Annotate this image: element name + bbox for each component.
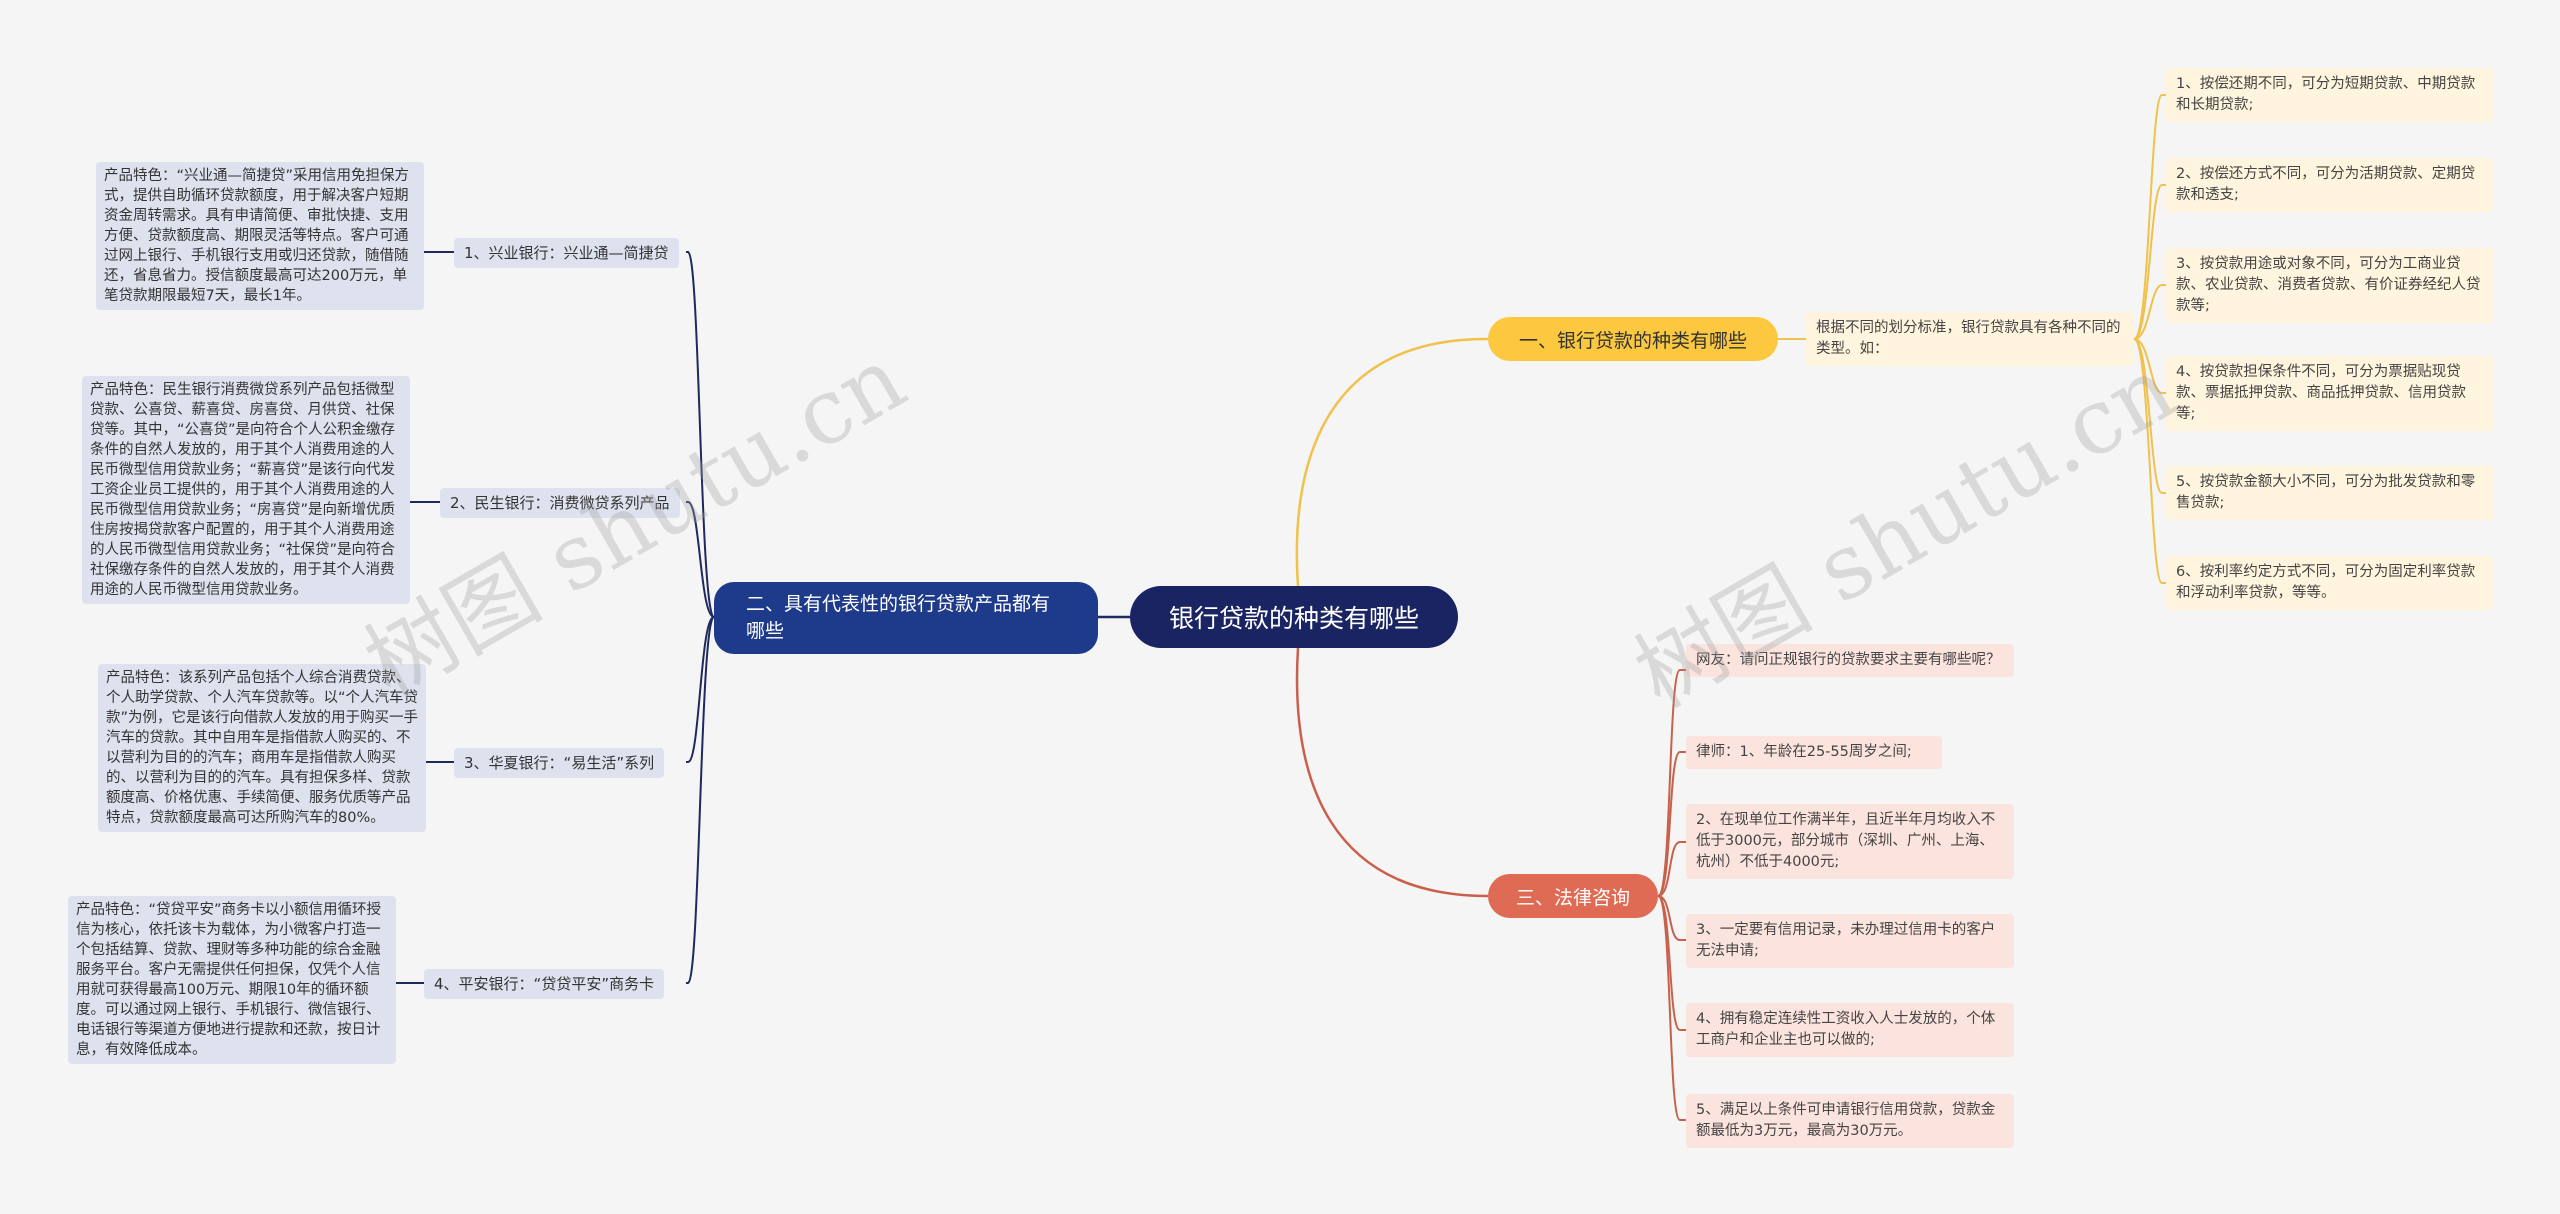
branch3-item-5[interactable]: 4、拥有稳定连续性工资收入人士发放的，个体工商户和企业主也可以做的; [1686,1003,2014,1057]
branch2-item-4[interactable]: 4、平安银行：“贷贷平安”商务卡 [424,969,665,999]
branch3-item-3[interactable]: 2、在现单位工作满半年，且近半年月均收入不低于3000元，部分城市（深圳、广州、… [1686,804,2014,879]
branch2-item-4-desc[interactable]: 产品特色：“贷贷平安”商务卡以小额信用循环授信为核心，依托该卡为载体，为小微客户… [68,896,396,1064]
branch1-item-3[interactable]: 3、按贷款用途或对象不同，可分为工商业贷款、农业贷款、消费者贷款、有价证券经纪人… [2166,248,2494,323]
branch1-item-6[interactable]: 6、按利率约定方式不同，可分为固定利率贷款和浮动利率贷款，等等。 [2166,556,2494,610]
branch3-item-2[interactable]: 律师：1、年龄在25-55周岁之间; [1686,736,1942,769]
branch3-item-6[interactable]: 5、满足以上条件可申请银行信用贷款，贷款金额最低为3万元，最高为30万元。 [1686,1094,2014,1148]
branch3-node[interactable]: 三、法律咨询 [1488,874,1658,918]
edges-branch1-leaves [2133,94,2166,584]
branch1-item-4[interactable]: 4、按贷款担保条件不同，可分为票据贴现贷款、票据抵押贷款、商品抵押贷款、信用贷款… [2166,356,2494,431]
edges-branch2-items [686,251,715,984]
branch2-item-3[interactable]: 3、华夏银行：“易生活”系列 [454,748,665,778]
branch1-item-2[interactable]: 2、按偿还方式不同，可分为活期贷款、定期贷款和透支; [2166,158,2494,212]
branch3-item-4[interactable]: 3、一定要有信用记录，未办理过信用卡的客户无法申请; [1686,914,2014,968]
branch2-node[interactable]: 二、具有代表性的银行贷款产品都有哪些 [714,582,1098,654]
branch1-item-1[interactable]: 1、按偿还期不同，可分为短期贷款、中期贷款和长期贷款; [2166,68,2494,122]
branch3-item-1[interactable]: 网友：请问正规银行的贷款要求主要有哪些呢？ [1686,644,2014,677]
branch2-item-2[interactable]: 2、民生银行：消费微贷系列产品 [440,488,680,518]
edge-root-branch1 [1295,337,1489,587]
edge-root-branch3 [1295,647,1489,898]
root-node[interactable]: 银行贷款的种类有哪些 [1130,586,1458,648]
branch2-item-1[interactable]: 1、兴业银行：兴业通—简捷贷 [454,238,679,268]
branch1-item-5[interactable]: 5、按贷款金额大小不同，可分为批发贷款和零售贷款; [2166,466,2494,520]
branch2-item-3-desc[interactable]: 产品特色：该系列产品包括个人综合消费贷款、个人助学贷款、个人汽车贷款等。以“个人… [98,664,426,832]
edges-branch3-leaves [1657,669,1686,1121]
branch1-note[interactable]: 根据不同的划分标准，银行贷款具有各种不同的类型。如： [1806,312,2134,366]
branch1-node[interactable]: 一、银行贷款的种类有哪些 [1488,317,1778,361]
branch2-item-2-desc[interactable]: 产品特色：民生银行消费微贷系列产品包括微型贷款、公喜贷、薪喜贷、房喜贷、月供贷、… [82,376,410,604]
branch2-item-1-desc[interactable]: 产品特色：“兴业通—简捷贷”采用信用免担保方式，提供自助循环贷款额度，用于解决客… [96,162,424,310]
edges-items-desc [396,251,454,984]
